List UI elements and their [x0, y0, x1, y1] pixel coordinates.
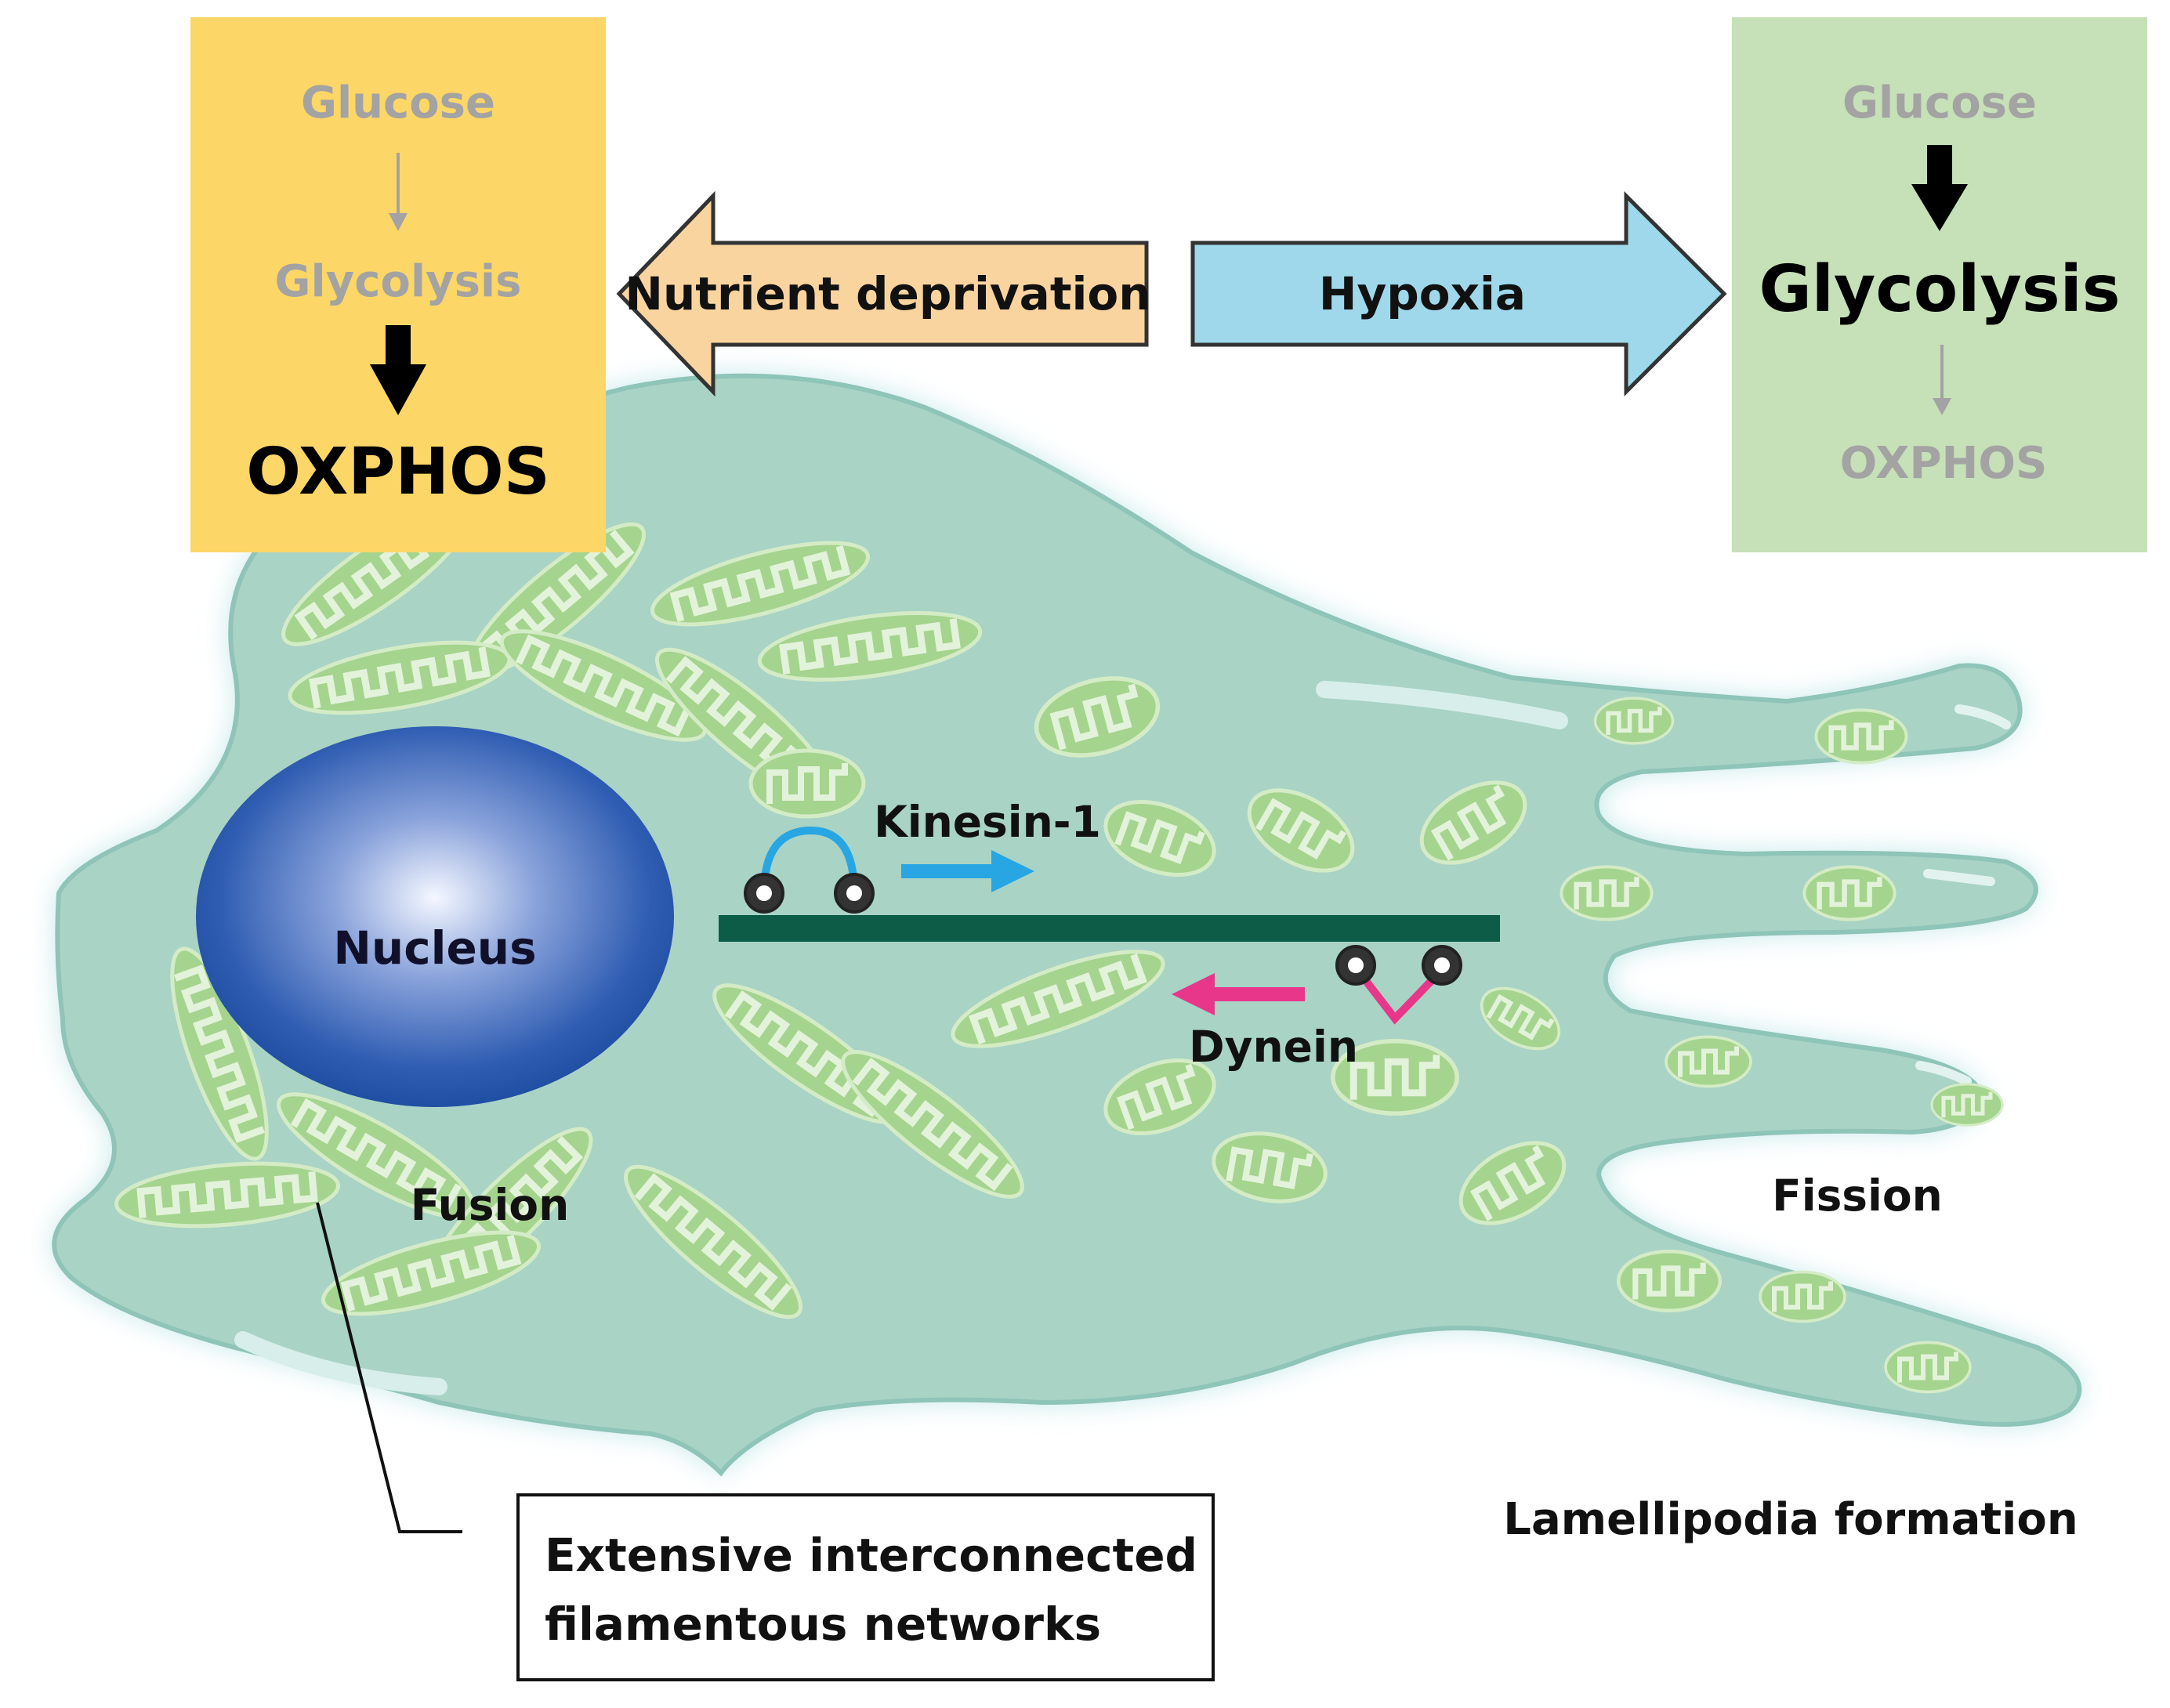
- nutrient-deprivation-label: Nutrient deprivation: [625, 267, 1150, 320]
- callout-box: [516, 1493, 1215, 1681]
- right-glycolysis-label: Glycolysis: [1759, 252, 2120, 327]
- callout-line1: Extensive interconnected: [545, 1529, 1197, 1582]
- left-glycolysis-label: Glycolysis: [275, 256, 522, 307]
- left-oxphos-label: OXPHOS: [246, 435, 550, 509]
- nucleus-label: Nucleus: [333, 921, 536, 975]
- left-thin-arrow: [389, 153, 408, 231]
- lamellipodia-label: Lamellipodia formation: [1503, 1494, 2078, 1545]
- right-thin-arrow: [1933, 345, 1951, 415]
- callout-leader-line: [316, 1202, 462, 1533]
- dynein-motor: [1335, 945, 1462, 1025]
- right-oxphos-label: OXPHOS: [1840, 438, 2048, 489]
- hypoxia-label: Hypoxia: [1319, 267, 1526, 320]
- hypoxia-arrow: [1190, 190, 1727, 397]
- fusion-label: Fusion: [411, 1180, 570, 1230]
- nucleus: [196, 726, 674, 1107]
- right-bold-arrow: [1911, 145, 1968, 231]
- fission-label: Fission: [1772, 1171, 1943, 1221]
- glycolysis-box: [1732, 17, 2147, 552]
- nutrient-deprivation-arrow: [616, 190, 1149, 397]
- left-bold-arrow: [370, 325, 426, 415]
- kinesin-motor: [744, 826, 875, 914]
- kinesin-direction-arrow: [901, 850, 1034, 892]
- dynein-direction-arrow: [1172, 973, 1305, 1015]
- callout-line2: filamentous networks: [545, 1598, 1101, 1651]
- left-glucose-label: Glucose: [301, 78, 495, 128]
- right-glucose-label: Glucose: [1842, 78, 2037, 128]
- kinesin-label: Kinesin-1: [874, 797, 1101, 847]
- microtubule: [719, 915, 1500, 942]
- oxphos-box: [190, 17, 606, 552]
- dynein-label: Dynein: [1189, 1022, 1358, 1072]
